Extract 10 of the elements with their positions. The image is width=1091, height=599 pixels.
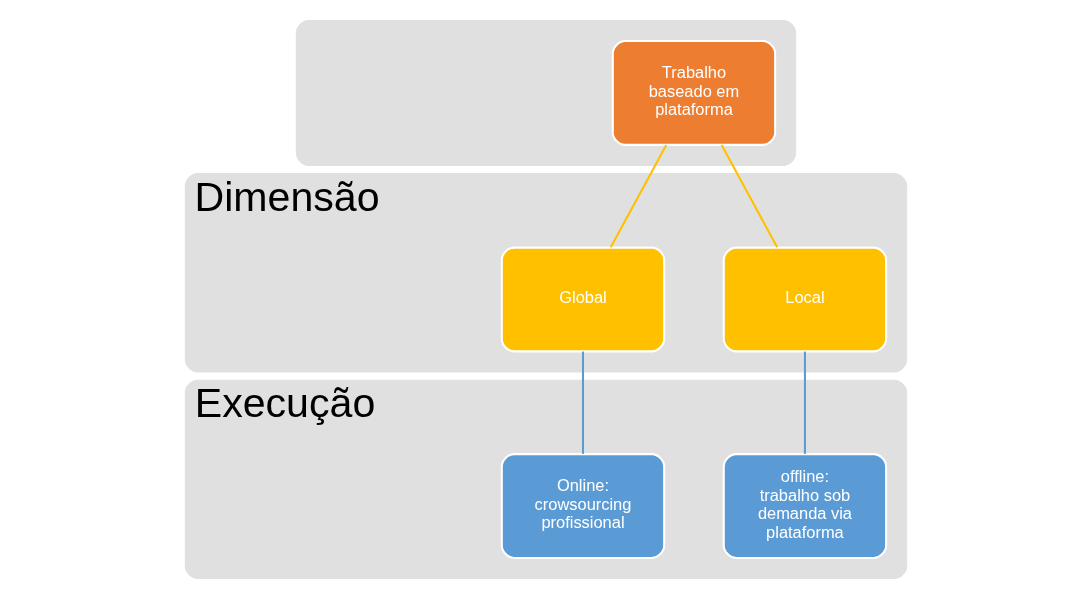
cluster <box>295 20 796 166</box>
node-box: Global <box>500 246 665 353</box>
node-box: Online: crowsourcing profissional <box>500 453 665 559</box>
node-box: Trabalho baseado em plataforma <box>611 40 776 146</box>
connector <box>803 351 806 454</box>
connector <box>609 144 667 248</box>
connector <box>581 351 584 454</box>
connector <box>720 144 778 248</box>
node-box: offline: trabalho sob demanda via plataforma <box>722 453 887 559</box>
node-box: Local <box>722 246 887 353</box>
